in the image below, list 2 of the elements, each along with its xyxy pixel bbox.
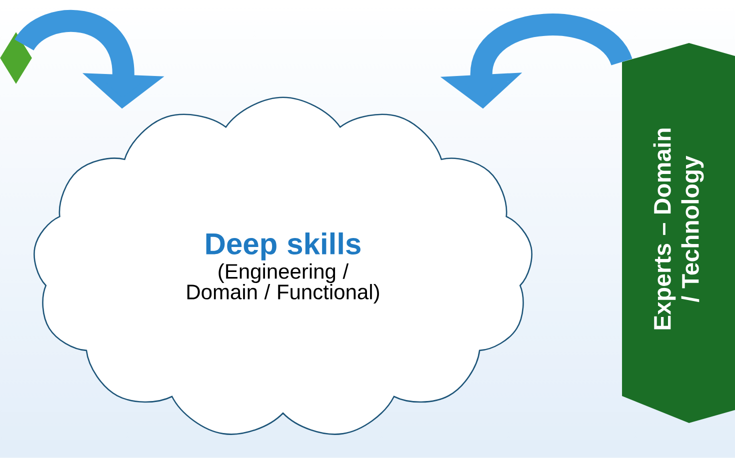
chevron-band: Experts – Domain / Technology xyxy=(622,43,735,423)
diamond-shape xyxy=(0,32,32,84)
